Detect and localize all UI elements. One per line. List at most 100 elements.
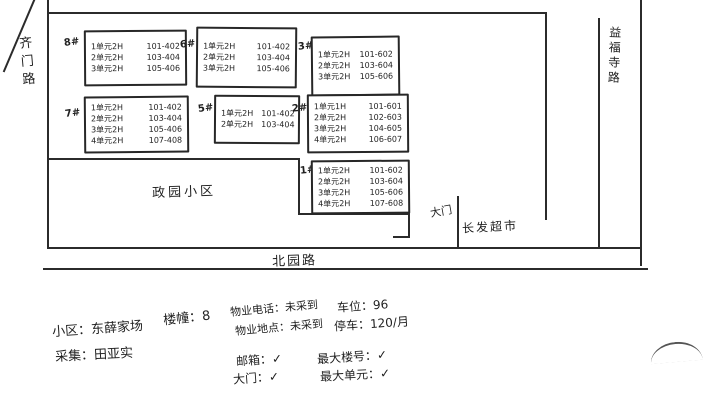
room-range: 107-408 <box>148 135 183 145</box>
building-3-row-3: 3单元2H 105-606 <box>318 72 393 83</box>
unit-label: 2单元2H <box>317 61 351 71</box>
building-1-row-3: 3单元2H 105-606 <box>318 187 403 198</box>
unit-label: 4单元2H <box>314 135 347 145</box>
note-community-name: 小区：东薛家场 <box>51 318 144 341</box>
building-2-row-2: 2单元2H 102-603 <box>314 113 402 124</box>
unit-label: 3单元2H <box>91 64 124 74</box>
unit-label: 2单元2H <box>202 52 236 62</box>
room-range: 101-402 <box>261 109 295 119</box>
room-range: 101-602 <box>359 49 393 59</box>
unit-label: 3单元2H <box>318 72 351 82</box>
building-2-label: 2# <box>291 102 308 115</box>
building-5-row-2: 2单元2H 103-404 <box>220 119 295 131</box>
gate-left-line <box>408 213 410 237</box>
room-range: 105-606 <box>369 187 404 197</box>
bottom-road-upper-line <box>47 247 642 249</box>
building-1-row-1: 1单元2H 101-602 <box>318 165 403 176</box>
unit-label: 3单元2H <box>318 187 351 197</box>
unit-label: 1单元2H <box>317 165 351 175</box>
supermarket-label: 长发超市 <box>461 218 519 236</box>
building-7-row-1: 1单元2H 101-402 <box>91 103 182 114</box>
room-range: 105-406 <box>256 63 290 73</box>
unit-label: 2单元2H <box>90 114 124 124</box>
room-range: 101-602 <box>369 165 403 175</box>
unit-label: 4单元2H <box>318 198 351 208</box>
unit-label: 1单元2H <box>90 103 124 113</box>
building-6-row-1: 1单元2H 101-402 <box>203 41 290 52</box>
room-range: 102-603 <box>368 112 402 122</box>
right-road-outer-line <box>640 0 642 266</box>
note-buildings-count: 楼幢：8 <box>162 308 212 329</box>
unit-label: 2单元2H <box>313 113 347 123</box>
building-3-row-1: 1单元2H 101-602 <box>318 50 393 61</box>
room-range: 101-601 <box>368 101 402 111</box>
room-range: 103-404 <box>148 113 182 123</box>
building-1-box: 1单元2H 101-602 2单元2H 103-604 3单元2H 105-606 4… <box>310 159 411 215</box>
unit-label: 1单元2H <box>90 42 124 52</box>
unit-label: 3单元2H <box>202 63 236 73</box>
note-max-unit-check: 最大单元：✓ <box>319 366 391 384</box>
room-range: 103-604 <box>359 60 394 70</box>
note-collector: 采集：田亚实 <box>54 345 134 366</box>
unit-label: 3单元2H <box>314 124 347 134</box>
gate-left-foot-line <box>393 236 410 238</box>
room-range: 101-402 <box>146 41 180 51</box>
room-range: 103-404 <box>261 120 295 130</box>
compound-top-line <box>47 12 547 14</box>
courtyard-top-line <box>47 158 300 160</box>
building-6-row-3: 3单元2H 105-406 <box>203 63 290 74</box>
compound-name-label: 政园小区 <box>151 183 217 202</box>
bottom-road-lower-line <box>43 268 648 270</box>
building-6-box: 1单元2H 101-402 2单元2H 103-404 3单元2H 105-406 <box>195 26 298 89</box>
unit-label: 2单元2H <box>90 53 124 63</box>
unit-label: 1单元2H <box>203 41 236 51</box>
building-8-label: 8# <box>63 35 81 50</box>
building-5-box: 1单元2H 101-402 2单元2H 103-404 <box>213 94 301 145</box>
road-label-right: 益福寺路 <box>605 25 623 87</box>
left-road-line <box>47 0 49 249</box>
note-gate-check: 大门：✓ <box>232 369 280 387</box>
note-parking-fee: 停车：120/月 <box>333 314 410 334</box>
courtyard-step-vline <box>298 158 300 215</box>
room-range: 101-402 <box>256 41 291 51</box>
note-parking-spaces: 车位：96 <box>336 297 389 315</box>
unit-label: 2单元2H <box>317 176 351 186</box>
room-range: 105-606 <box>359 71 394 81</box>
gate-right-line <box>457 196 459 249</box>
room-range: 107-608 <box>369 198 404 208</box>
room-range: 103-404 <box>256 52 291 62</box>
room-range: 105-406 <box>146 63 181 73</box>
building-3-box: 1单元2H 101-602 2单元2H 103-604 3单元2H 105-606 <box>310 35 401 97</box>
gate-label: 大门 <box>429 203 454 220</box>
road-label-bottom: 北园路 <box>271 253 318 270</box>
building-6-label: 6# <box>179 38 196 51</box>
note-property-location: 物业地点：未采到 <box>234 317 324 338</box>
unit-label: 2单元2H <box>220 119 254 129</box>
room-range: 103-604 <box>369 176 403 186</box>
building-3-row-2: 2单元2H 103-604 <box>318 61 393 72</box>
building-7-row-4: 4单元2H 107-408 <box>91 136 182 147</box>
unit-label: 4单元2H <box>91 136 124 146</box>
building-8-row-1: 1单元2H 101-402 <box>91 42 180 53</box>
right-road-inner-line <box>598 18 600 249</box>
road-label-left: 齐门路 <box>15 35 36 91</box>
pen-stroke-arc <box>649 339 703 365</box>
room-range: 101-402 <box>148 102 182 112</box>
building-8-row-3: 3单元2H 105-406 <box>91 64 180 75</box>
unit-label: 1单元2H <box>317 50 351 60</box>
building-7-label: 7# <box>64 106 82 121</box>
building-5-label: 5# <box>197 101 215 116</box>
building-5-row-1: 1单元2H 101-402 <box>221 108 295 120</box>
unit-label: 3单元2H <box>91 125 124 135</box>
building-7-row-2: 2单元2H 103-404 <box>91 114 182 125</box>
compound-right-line <box>545 12 547 220</box>
unit-label: 1单元2H <box>221 108 254 118</box>
